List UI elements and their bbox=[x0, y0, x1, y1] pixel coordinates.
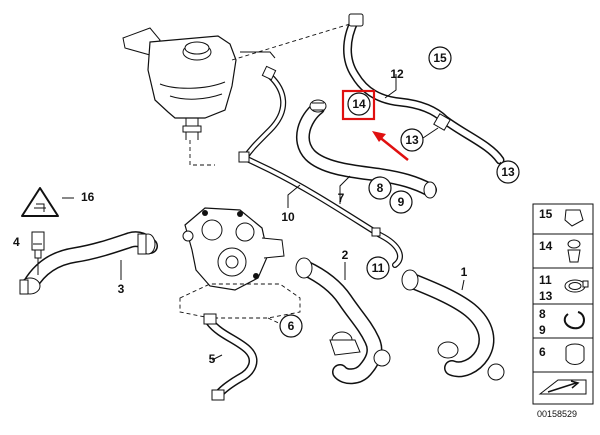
callout-5: 5 bbox=[209, 352, 216, 366]
leader-box bbox=[179, 283, 301, 319]
callout-leaders bbox=[33, 74, 506, 361]
highlight-box-14 bbox=[341, 89, 376, 121]
band-clamp-icon bbox=[564, 279, 589, 293]
hose-10 bbox=[238, 65, 403, 268]
callout-10: 10 bbox=[281, 210, 295, 224]
hose-2 bbox=[295, 257, 391, 385]
callout-4: 4 bbox=[13, 235, 20, 249]
water-pump-assembly bbox=[182, 207, 285, 291]
callout-16: 16 bbox=[81, 190, 95, 204]
legend-row-9: 9 bbox=[539, 323, 546, 337]
callout-13a-circle bbox=[400, 128, 424, 152]
legend-row-8: 8 bbox=[539, 307, 546, 321]
direction-arrow-icon bbox=[538, 379, 587, 395]
callout-15: 15 bbox=[433, 51, 447, 65]
callout-9-circle bbox=[389, 190, 413, 214]
callout-7: 7 bbox=[338, 191, 345, 205]
callout-8: 8 bbox=[377, 181, 384, 195]
callout-3: 3 bbox=[118, 282, 125, 296]
callout-13b: 13 bbox=[501, 165, 515, 179]
callout-8-circle bbox=[368, 176, 392, 200]
callout-13a: 13 bbox=[405, 133, 419, 147]
legend-row-11: 11 bbox=[539, 273, 552, 287]
plug-icon bbox=[565, 343, 585, 365]
callout-14-circle bbox=[347, 92, 371, 116]
hose-5 bbox=[203, 313, 258, 401]
callout-12: 12 bbox=[390, 67, 404, 81]
arrow-pointer-icon bbox=[372, 131, 409, 161]
hose-clip-icon bbox=[567, 239, 581, 263]
leader-tank-top bbox=[231, 23, 351, 61]
hose-1 bbox=[401, 269, 505, 381]
callout-13b-circle bbox=[496, 160, 520, 184]
callout-1: 1 bbox=[461, 265, 468, 279]
callout-14: 14 bbox=[352, 97, 366, 111]
callout-6: 6 bbox=[288, 319, 295, 333]
leader-tank-bottom bbox=[189, 140, 215, 166]
clamp-icon bbox=[564, 209, 584, 227]
callout-2: 2 bbox=[342, 248, 349, 262]
legend-row-15: 15 bbox=[539, 207, 553, 221]
hose-3 bbox=[19, 231, 158, 295]
callout-6-circle bbox=[279, 314, 303, 338]
callout-11-circle bbox=[366, 256, 390, 280]
callout-15-circle bbox=[428, 46, 452, 70]
callout-9: 9 bbox=[398, 195, 405, 209]
callout-11: 11 bbox=[372, 261, 385, 275]
legend-row-13: 13 bbox=[539, 289, 553, 303]
expansion-tank bbox=[122, 27, 276, 140]
hose-7 bbox=[295, 99, 437, 199]
warning-triangle-icon bbox=[21, 187, 74, 217]
sensor-4 bbox=[31, 231, 45, 275]
spring-clip-icon bbox=[563, 311, 585, 330]
legend-row-6: 6 bbox=[539, 345, 546, 359]
hose-12 bbox=[343, 13, 505, 165]
legend-panel: 15 14 11 13 8 9 6 bbox=[532, 203, 594, 405]
legend-row-14: 14 bbox=[539, 239, 553, 253]
diagram-code: 00158529 bbox=[537, 409, 577, 419]
